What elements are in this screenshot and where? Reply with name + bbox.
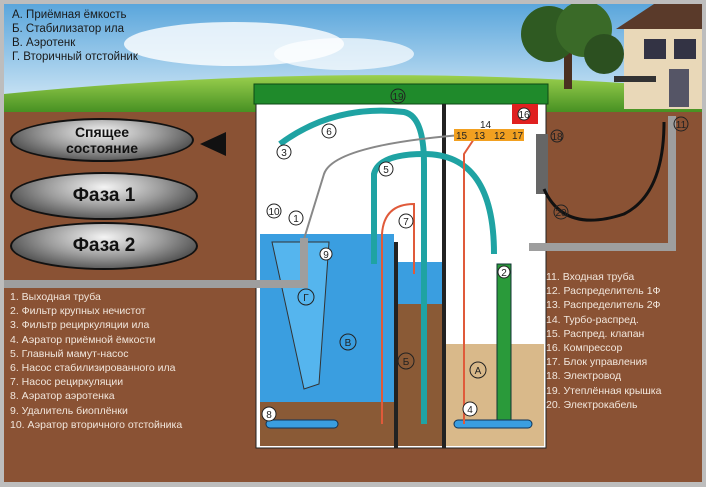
marker-16: 16: [518, 110, 530, 121]
legend-item: 14. Турбо-распред.: [546, 313, 639, 326]
legend-item: 16. Компрессор: [546, 342, 623, 355]
legend-item: 5. Главный мамут-насос: [10, 347, 129, 360]
marker-14: 14: [480, 120, 492, 131]
legend-item: 11. Входная труба: [546, 271, 635, 283]
sleep-state-button[interactable]: Спящее состояние: [10, 118, 194, 162]
insulated-lid[interactable]: [253, 83, 549, 105]
marker-8: 8: [266, 410, 272, 421]
marker-1: 1: [293, 214, 299, 225]
legend-item: 7. Насос рециркуляции: [10, 376, 124, 389]
marker-15: 15: [456, 131, 468, 142]
legend-item: 10. Аэратор вторичного отстойника: [10, 418, 183, 431]
phase-1-button[interactable]: Фаза 1: [10, 172, 198, 220]
electric-cable: [542, 121, 666, 222]
legend-item: А. Приёмная ёмкость: [12, 9, 127, 21]
legend-item: 20. Электрокабель: [546, 398, 638, 411]
control-unit: [536, 134, 548, 194]
markers: 19 6 3 5 10 1 7 9 2 8 4 16 14 15 13 12 1…: [261, 88, 689, 422]
legend-item: 1. Выходная труба: [10, 291, 101, 303]
marker-5: 5: [383, 165, 389, 176]
state-indicator-arrow: [200, 132, 226, 156]
stabilized-sludge-pump: [278, 107, 427, 424]
chamber-legend: А. Приёмная ёмкость Б. Стабилизатор ила …: [12, 8, 138, 64]
secondary-settler: [271, 241, 330, 390]
marker-9: 9: [323, 250, 329, 261]
chamber-b: Б: [403, 357, 410, 368]
cloud: [274, 38, 414, 70]
coarse-filter: [496, 263, 512, 425]
marker-10: 10: [268, 207, 280, 218]
legend-item: 4. Аэратор приёмной ёмкости: [10, 333, 156, 346]
sludge-stabilizer: [398, 304, 442, 446]
marker-19: 19: [392, 92, 404, 103]
legend-item: 2. Фильтр крупных нечистот: [10, 305, 146, 318]
legend-item: 8. Аэратор аэротенка: [10, 390, 115, 403]
tree: [521, 1, 624, 89]
distributors: [454, 129, 524, 141]
legend-item: В. Аэротенк: [12, 37, 76, 49]
inlet-pipe: [529, 116, 676, 251]
legend-item: 9. Удалитель биоплёнки: [10, 404, 128, 417]
marker-3: 3: [281, 148, 287, 159]
chamber-labels: В Г Б А: [297, 288, 487, 379]
septic-diagram: 19 6 3 5 10 1 7 9 2 8 4 16 14 15 13 12 1…: [4, 1, 702, 482]
marker-2: 2: [501, 268, 507, 279]
legend-item: 15. Распред. клапан: [546, 327, 645, 340]
phase-2-button[interactable]: Фаза 2: [10, 222, 198, 270]
legend-item: 19. Утеплённая крышка: [546, 384, 662, 397]
marker-6: 6: [326, 127, 332, 138]
receiving-tank-sludge: [446, 344, 544, 446]
legend-item: Б. Стабилизатор ила: [12, 23, 124, 35]
diagram-canvas: 19 6 3 5 10 1 7 9 2 8 4 16 14 15 13 12 1…: [4, 1, 702, 482]
chamber-a: А: [475, 366, 482, 377]
legend-item: 6. Насос стабилизированного ила: [10, 362, 176, 375]
outlet-pipe: [4, 238, 308, 288]
component-legend-left: 1. Выходная труба 2. Фильтр крупных нечи…: [10, 290, 182, 432]
marker-13: 13: [474, 131, 486, 142]
legend-item: 18. Электровод: [546, 370, 622, 383]
legend-item: 3. Фильтр рециркуляции ила: [10, 319, 150, 332]
chamber-g: Г: [303, 293, 309, 304]
component-legend-right: 11. Входная труба 12. Распределитель 1Ф …: [546, 270, 661, 412]
marker-17: 17: [512, 131, 524, 142]
marker-7: 7: [403, 217, 409, 228]
marker-18: 18: [551, 132, 563, 143]
legend-item: 12. Распределитель 1Ф: [546, 285, 661, 298]
marker-20: 20: [555, 208, 567, 219]
marker-4: 4: [467, 405, 473, 416]
chamber-v: В: [345, 338, 352, 349]
legend-item: Г. Вторичный отстойник: [12, 51, 138, 63]
marker-11: 11: [676, 120, 687, 131]
legend-item: 17. Блок управления: [546, 356, 648, 369]
house: [614, 4, 702, 109]
legend-item: 13. Распределитель 2Ф: [546, 299, 661, 312]
marker-12: 12: [494, 131, 506, 142]
